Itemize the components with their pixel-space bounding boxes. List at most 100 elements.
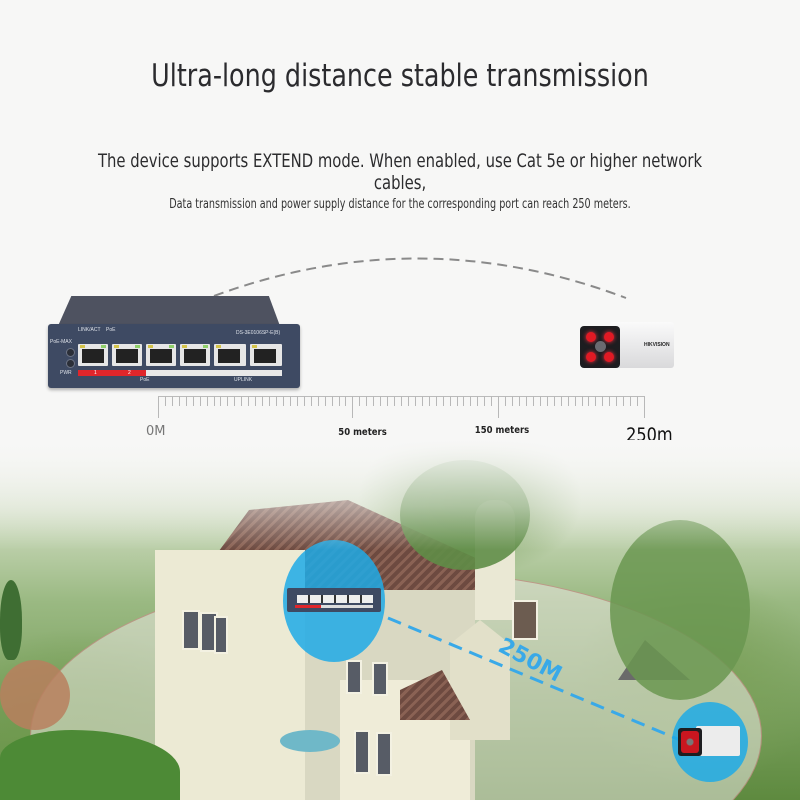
switch-mini-icon bbox=[287, 588, 381, 612]
ruler-tick bbox=[498, 396, 500, 418]
ruler-tick bbox=[276, 396, 278, 406]
ruler-tick bbox=[428, 396, 430, 406]
ruler-tick bbox=[595, 396, 597, 406]
switch-top-panel bbox=[58, 296, 280, 326]
ruler-tick bbox=[449, 396, 451, 406]
ruler-tick bbox=[463, 396, 465, 406]
ruler-tick bbox=[269, 396, 271, 406]
house-window bbox=[182, 610, 200, 650]
ruler-label-50m: 50 meters bbox=[338, 427, 387, 438]
ruler-tick bbox=[317, 396, 319, 406]
house-left-wall bbox=[155, 550, 305, 800]
port-number-1: 1 bbox=[94, 370, 97, 376]
ruler-tick bbox=[359, 396, 361, 406]
pwr-indicator-icon bbox=[66, 359, 75, 368]
ruler-tick bbox=[171, 396, 173, 406]
camera-body: HIKVISION bbox=[610, 322, 674, 368]
ruler-tick bbox=[234, 396, 236, 406]
ruler-tick bbox=[241, 396, 243, 406]
ruler-tick bbox=[609, 396, 611, 406]
blue-dashed-link bbox=[387, 616, 681, 742]
ruler-tick bbox=[262, 396, 264, 406]
ruler-tick bbox=[387, 396, 389, 406]
pwr-label: PWR bbox=[60, 370, 72, 376]
top-fade-overlay bbox=[0, 440, 800, 550]
ruler-tick bbox=[282, 396, 284, 406]
ruler-tick bbox=[338, 396, 340, 406]
ruler-tick bbox=[602, 396, 604, 406]
ruler-tick bbox=[185, 396, 187, 406]
poe-inactive-bar bbox=[146, 370, 214, 376]
ruler-tick bbox=[553, 396, 555, 406]
ruler-label-start: 0M bbox=[146, 424, 166, 439]
ruler-tick bbox=[505, 396, 507, 406]
poe-group-label: PoE bbox=[140, 377, 150, 383]
ruler-tick bbox=[178, 396, 180, 406]
ruler-tick bbox=[227, 396, 229, 406]
camera-lens-icon bbox=[595, 341, 606, 352]
house-scene-illustration: 250M bbox=[0, 440, 800, 800]
ruler-tick bbox=[220, 396, 222, 406]
subtitle-extend-mode: The device supports EXTEND mode. When en… bbox=[97, 150, 703, 194]
ir-led-icon bbox=[604, 352, 614, 362]
ethernet-port-1 bbox=[78, 344, 108, 366]
uplink-port-5 bbox=[214, 344, 246, 366]
ruler-tick bbox=[352, 396, 354, 418]
ruler-tick bbox=[289, 396, 291, 406]
ruler-tick bbox=[401, 396, 402, 406]
led-label-poe: PoE bbox=[106, 327, 116, 333]
ruler-tick bbox=[491, 396, 493, 406]
ruler-tick bbox=[546, 396, 548, 406]
led-label-link-act: LINK/ACT bbox=[78, 327, 101, 333]
ruler-tick bbox=[414, 396, 416, 406]
ruler-tick bbox=[373, 396, 375, 406]
ethernet-port-4 bbox=[180, 344, 210, 366]
ruler-tick bbox=[560, 396, 562, 406]
ruler-tick bbox=[192, 396, 194, 406]
ruler-tick bbox=[616, 396, 618, 406]
uplink-port-6 bbox=[250, 344, 282, 366]
ruler-tick bbox=[296, 396, 298, 406]
camera-mini-icon bbox=[678, 726, 740, 758]
house-tower bbox=[450, 620, 510, 740]
ruler-tick bbox=[484, 396, 486, 406]
ruler-tick bbox=[567, 396, 569, 406]
ruler-tick bbox=[310, 396, 312, 406]
ruler-tick bbox=[630, 396, 632, 406]
ruler-tick bbox=[324, 396, 326, 406]
ir-led-icon bbox=[586, 332, 596, 342]
cypress-tree bbox=[0, 580, 22, 660]
page-title: Ultra-long distance stable transmission bbox=[151, 58, 649, 94]
ruler-tick bbox=[255, 396, 257, 406]
shrub bbox=[0, 660, 70, 730]
ruler-tick bbox=[213, 396, 215, 406]
pond bbox=[280, 730, 340, 752]
ruler-tick bbox=[470, 396, 472, 406]
camera-lens-face bbox=[580, 326, 620, 368]
ruler-tick bbox=[164, 396, 166, 406]
ruler-tick bbox=[519, 396, 521, 406]
subtitle-distance: Data transmission and power supply dista… bbox=[169, 197, 631, 212]
ruler-label-150m: 150 meters bbox=[474, 425, 530, 436]
ruler-tick bbox=[248, 396, 250, 406]
ruler-tick bbox=[158, 396, 159, 418]
ruler-tick bbox=[407, 396, 409, 406]
poe-max-label: PoE-MAX bbox=[50, 339, 72, 345]
ruler-tick bbox=[539, 396, 541, 406]
poe-active-bar bbox=[78, 370, 146, 376]
ruler-tick bbox=[588, 396, 590, 406]
ruler-tick bbox=[380, 396, 382, 406]
ruler-tick bbox=[394, 396, 396, 406]
switch-front-panel: LINK/ACT PoE DS-3E0106SP-E(B) PoE-MAX PW… bbox=[48, 324, 300, 388]
ir-led-icon bbox=[586, 352, 596, 362]
ruler-tick bbox=[442, 396, 444, 406]
port-number-2: 2 bbox=[128, 370, 131, 376]
uplink-bar bbox=[214, 370, 282, 376]
ruler-tick bbox=[532, 396, 534, 406]
camera-image: HIKVISION bbox=[580, 322, 674, 370]
ethernet-port-2 bbox=[112, 344, 142, 366]
ruler-tick bbox=[512, 396, 514, 406]
ruler-tick bbox=[345, 396, 347, 406]
ruler-tick bbox=[435, 396, 437, 406]
